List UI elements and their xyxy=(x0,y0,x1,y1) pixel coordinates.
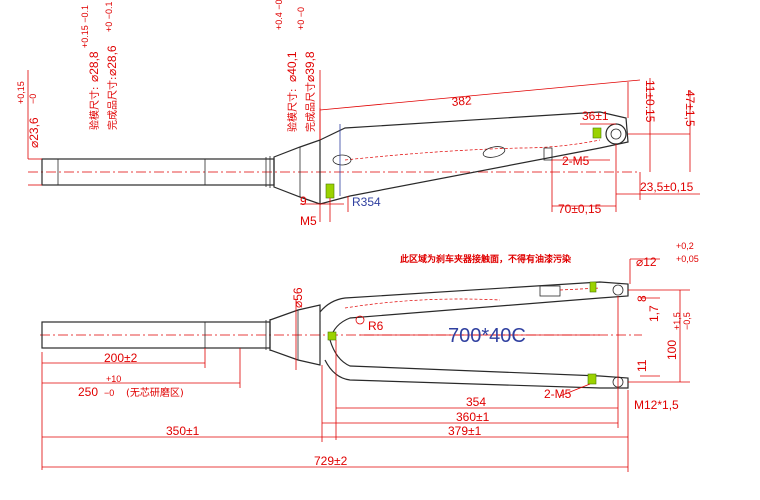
finish-upper-label: 完成品尺寸: xyxy=(304,79,317,132)
uncut-tol-upper: +10 xyxy=(106,374,121,384)
side-dimension-lines xyxy=(41,258,690,472)
inspect-lower-value: ⌀28,8 xyxy=(87,51,101,82)
blade-length-label: 379±1 xyxy=(448,424,482,438)
inspect-upper-tol: +0.4 −0.1 xyxy=(274,0,284,30)
steerer-diameter-upper-tol: +0,15 xyxy=(16,81,26,104)
blade-length-label: 382 xyxy=(451,93,472,109)
dropout-width-label: 8 xyxy=(635,295,649,302)
side-dimension-texts: 此区域为刹车夹器接触面，不得有油漆污染 ⌀56 R6 700*40C 200±2… xyxy=(78,241,699,468)
thread-m5-crown-label: M5 xyxy=(300,214,317,228)
dropout-thickness-label: 11 xyxy=(635,359,649,372)
hub-spacing-tol-upper: +1,5 xyxy=(672,312,682,330)
axle-to-end-label: 23,5±0,15 xyxy=(640,180,694,194)
finish-lower-value: ⌀28,6 xyxy=(105,45,119,76)
thread-m5-label: 2-M5 xyxy=(562,154,590,168)
radius-label: R6 xyxy=(368,319,384,333)
uncut-length-label: 250 xyxy=(78,385,98,399)
axle-to-crown-total-label: 360±1 xyxy=(456,410,490,424)
crown-diameter-label: ⌀56 xyxy=(291,287,305,308)
uncut-note: (无芯研磨区) xyxy=(126,386,184,399)
overall-length-label: 729±2 xyxy=(314,454,348,468)
side-lower-blade xyxy=(324,339,629,389)
inspect-upper-value: ⌀40,1 xyxy=(285,51,299,82)
thread-m5-label: 2-M5 xyxy=(544,387,572,401)
rake-label: 47±1,5 xyxy=(683,90,697,127)
uncut-tol-lower: −0 xyxy=(104,388,114,398)
side-crown xyxy=(269,304,321,366)
finish-lower-label: 完成品尺寸: xyxy=(106,77,119,130)
inspect-lower-label: 验模尺寸: xyxy=(88,87,101,130)
top-dimension-texts: ⌀23,6 +0,15 −0 验模尺寸: ⌀28,8 +0.15 −0.1 完成… xyxy=(16,0,697,228)
steerer-diameter-lower-tol: −0 xyxy=(28,94,38,104)
thru-axle-label: M12*1,5 xyxy=(634,398,679,412)
side-view: 此区域为刹车夹器接触面，不得有油漆污染 ⌀56 R6 700*40C 200±2… xyxy=(40,241,699,472)
dropout-diameter-tol-lower: +0,05 xyxy=(676,254,699,264)
finish-upper-value: ⌀39,8 xyxy=(303,51,317,82)
tire-size-label: 700*40C xyxy=(448,325,526,347)
top-view: ⌀23,6 +0,15 −0 验模尺寸: ⌀28,8 +0.15 −0.1 完成… xyxy=(16,0,700,228)
m5-distance-label: 70±0,15 xyxy=(558,202,602,216)
dropout-slot-label: 11±0.15 xyxy=(643,80,657,123)
axle-to-crown-label: 354 xyxy=(466,395,486,409)
inspect-lower-tol: +0.15 −0.1 xyxy=(80,5,90,48)
dropout-diameter-tol-upper: +0,2 xyxy=(676,241,694,251)
inspect-upper-label: 验模尺寸: xyxy=(286,89,299,132)
dropout-diameter-label: ⌀12 xyxy=(636,255,657,269)
crown-offset-label: 9 xyxy=(300,194,307,208)
finish-upper-tol: +0 −0 xyxy=(296,7,306,30)
dropout-offset-label: 36±1 xyxy=(582,109,609,123)
steerer-segment-label: 200±2 xyxy=(104,351,138,365)
hub-spacing-label: 100 xyxy=(665,340,679,360)
hub-spacing-tol-lower: −0,5 xyxy=(682,312,692,330)
finish-lower-tol: +0 −0.1 xyxy=(104,1,114,32)
steerer-diameter-label: ⌀23,6 xyxy=(27,117,41,148)
top-fork-blade xyxy=(319,111,629,205)
steerer-to-crown-label: 350±1 xyxy=(166,424,200,438)
top-dimension-lines xyxy=(27,70,700,222)
brake-contact-note: 此区域为刹车夹器接触面，不得有油漆污染 xyxy=(400,253,572,265)
radius-label: R354 xyxy=(352,195,381,209)
dropout-gap-label: 1,7 xyxy=(647,305,661,322)
